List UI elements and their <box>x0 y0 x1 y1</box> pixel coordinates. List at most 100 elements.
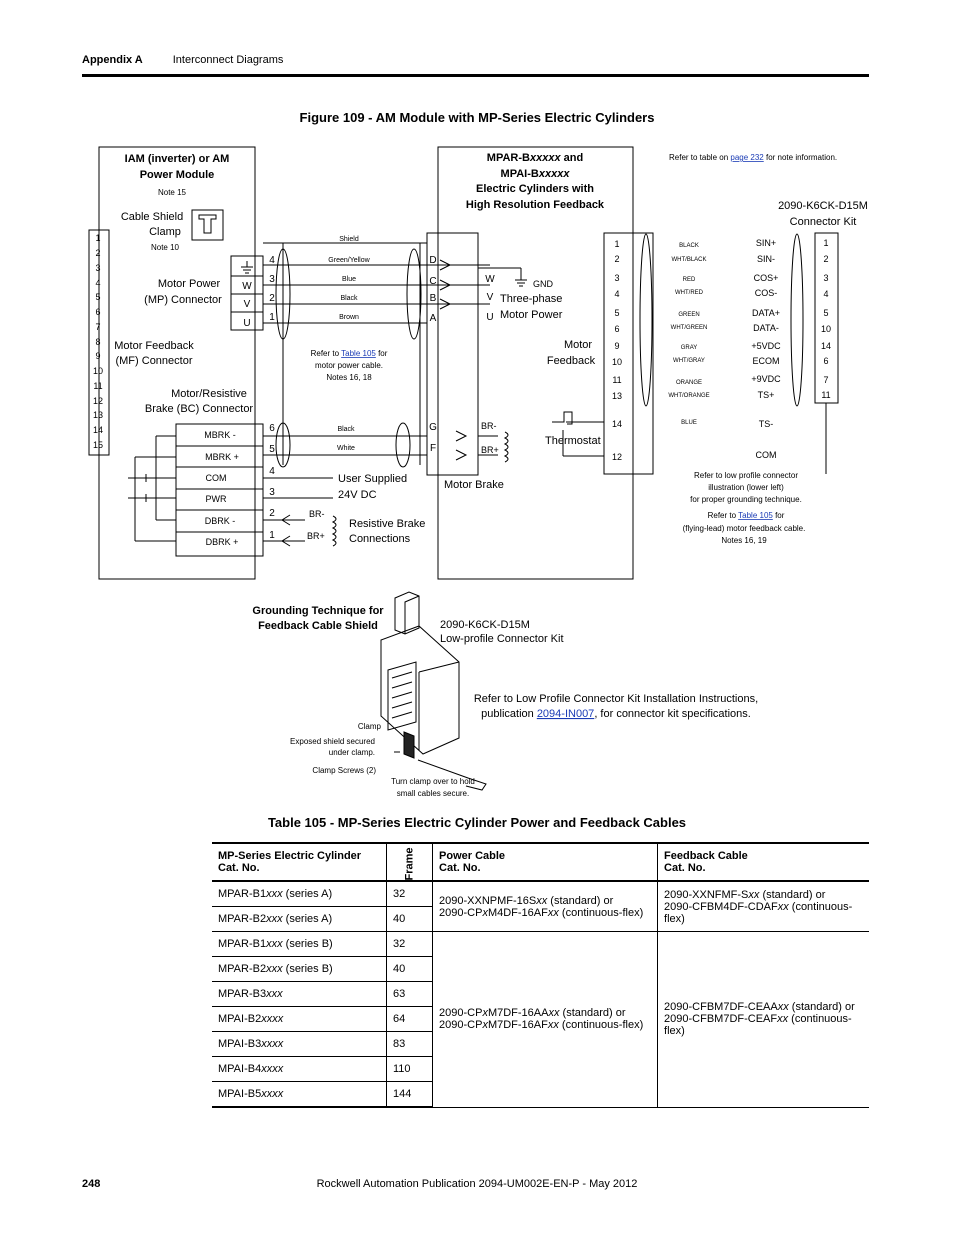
page-232-link[interactable]: page 232 <box>730 153 764 162</box>
mp-term: W <box>242 281 252 292</box>
motor-terminal-block <box>426 232 479 476</box>
fb-wire-colors: BLACK WHT/BLACK RED WHT/RED GREEN WHT/GR… <box>668 243 709 426</box>
fb-signal: +5VDC <box>751 341 781 351</box>
table-row: MPAR-B2xxx (series B) 40 <box>212 956 869 982</box>
table-row: MPAR-B1xxx (series A) 32 2090-XXNPMF-16S… <box>212 881 869 932</box>
svg-text:Notes 16, 18: Notes 16, 18 <box>326 373 372 382</box>
fb-signal: TS+ <box>758 390 775 400</box>
table-row: MPAR-B2xxx (series A) 40 <box>212 906 869 932</box>
bc-term: COM <box>206 473 227 483</box>
fb-signal: SIN+ <box>756 238 776 248</box>
fb-pin: 5 <box>614 308 619 318</box>
mp-num: 3 <box>269 274 275 285</box>
motor-phase: W <box>485 274 495 285</box>
grounding-title-2: Feedback Cable Shield <box>258 620 378 632</box>
table-row: MPAR-B1xxx (series B) 32 2090-CPxM7DF-16… <box>212 931 869 1108</box>
cell-cylinder: MPAR-B1xxx (series A) <box>212 881 387 907</box>
mf-pin: 11 <box>93 381 102 391</box>
svg-text:High Resolution Feedback: High Resolution Feedback <box>466 199 605 211</box>
table-105-link[interactable]: Table 105 <box>341 349 376 358</box>
bc-num: 3 <box>269 487 275 498</box>
mf-pin-numbers: 1 2 3 4 5 6 7 8 9 10 11 12 13 14 15 <box>93 233 103 450</box>
clamp-label-1: Cable Shield <box>121 211 183 223</box>
fb-pin: 13 <box>612 391 622 401</box>
bc-num: 1 <box>269 530 275 541</box>
gnd-label: GND <box>533 279 554 289</box>
bc-term: PWR <box>206 494 227 504</box>
mf-pin: 6 <box>95 307 100 317</box>
mp-terminals: W V U 4 3 2 1 <box>242 255 275 329</box>
br-minus: BR- <box>309 509 325 519</box>
motor-letter: F <box>430 443 436 454</box>
wire-label: Blue <box>342 276 356 283</box>
mp-num: 2 <box>269 293 275 304</box>
fb-right-pin: 3 <box>823 273 828 283</box>
fb-color: ORANGE <box>676 380 702 386</box>
user-supply-2: 24V DC <box>338 489 377 501</box>
bc-label-1: Motor/Resistive <box>171 388 247 400</box>
cell-frame: 40 <box>385 956 434 982</box>
fb-signal: SIN- <box>757 254 775 264</box>
svg-text:Exposed shield secured: Exposed shield secured <box>290 737 375 746</box>
fb-pin: 6 <box>614 324 619 334</box>
wire-label: Green/Yellow <box>328 257 370 264</box>
install-link[interactable]: 2094-IN007 <box>537 708 595 720</box>
fb-color: GREEN <box>678 312 699 318</box>
header-rule <box>82 74 869 77</box>
fb-color: WHT/ORANGE <box>668 393 709 399</box>
motor-letter: D <box>429 255 436 266</box>
bc-term: MBRK - <box>204 430 236 440</box>
mf-pin: 9 <box>95 351 100 361</box>
fb-right-pin-numbers: 1 2 3 4 5 10 14 6 7 11 <box>821 238 831 400</box>
cell-frame: 64 <box>385 1006 434 1032</box>
cell-cylinder: MPAR-B3xxx <box>212 981 387 1007</box>
cell-cylinder: MPAI-B5xxxx <box>212 1081 387 1108</box>
mp-num: 1 <box>269 312 275 323</box>
kit-label-1: 2090-K6CK-D15M <box>778 200 868 212</box>
mp-num: 4 <box>269 255 275 266</box>
bc-numbers: 6 5 4 3 2 1 <box>269 423 275 541</box>
mf-pin: 5 <box>95 292 100 302</box>
mp-label-2: (MP) Connector <box>144 294 222 306</box>
svg-text:MPAR-Bxxxxx and: MPAR-Bxxxxx and <box>487 152 583 164</box>
cylinder-box <box>437 146 634 580</box>
fb-signal: COS- <box>755 288 778 298</box>
svg-text:Electric Cylinders with: Electric Cylinders with <box>476 183 594 195</box>
fb-pin: 4 <box>614 289 619 299</box>
bc-connector <box>175 423 264 557</box>
res-brake-1: Resistive Brake <box>349 518 425 530</box>
thermostat-label: Thermostat <box>545 435 601 447</box>
svg-text:Turn clamp over to hold: Turn clamp over to hold <box>391 777 475 786</box>
wire-label: Black <box>337 426 355 433</box>
cell-cylinder: MPAR-B2xxx (series B) <box>212 956 387 982</box>
low-profile-ref: Refer to low profile connector illustrat… <box>683 471 806 545</box>
fb-pin: 3 <box>614 273 619 283</box>
low-profile-connector-icon <box>380 591 487 791</box>
cell-frame: 144 <box>385 1081 434 1108</box>
svg-text:Refer to Table 105 for: Refer to Table 105 for <box>311 349 388 358</box>
svg-text:MPAI-Bxxxxx: MPAI-Bxxxxx <box>501 168 571 180</box>
br-plus: BR+ <box>307 531 325 541</box>
kit-label-2: Connector Kit <box>790 216 857 228</box>
table-105-link-2[interactable]: Table 105 <box>738 511 773 520</box>
mf-pin: 13 <box>93 410 103 420</box>
fb-pin: 14 <box>612 419 622 429</box>
motor-phase: U <box>486 312 493 323</box>
note-ref: Refer to table on page 232 for note info… <box>669 153 837 162</box>
fb-signals: SIN+ SIN- COS+ COS- DATA+ DATA- +5VDC EC… <box>751 238 781 460</box>
svg-text:motor power cable.: motor power cable. <box>315 361 383 370</box>
res-brake-2: Connections <box>349 533 411 545</box>
table-row: MPAI-B3xxxx 83 <box>212 1031 869 1057</box>
svg-text:for proper grounding technique: for proper grounding technique. <box>690 495 802 504</box>
fb-right-pin: 10 <box>821 324 831 334</box>
cell-frame: 40 <box>385 906 434 932</box>
fb-color: BLUE <box>681 420 697 426</box>
svg-text:(flying-lead) motor feedback c: (flying-lead) motor feedback cable. <box>683 524 806 533</box>
svg-text:small cables secure.: small cables secure. <box>397 789 469 798</box>
iam-title-2: Power Module <box>140 169 215 181</box>
